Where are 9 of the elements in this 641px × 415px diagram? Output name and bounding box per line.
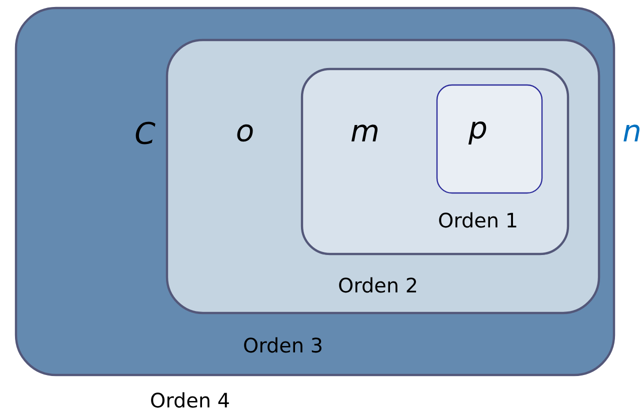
order-label: Orden 4: [151, 392, 229, 408]
letter: n: [624, 124, 640, 142]
order-label: Orden 2: [339, 277, 416, 293]
order-label: Orden 1: [439, 212, 516, 228]
order-label: Orden 3: [244, 337, 322, 353]
letter: C: [136, 122, 156, 144]
letter: o: [237, 124, 253, 142]
letter: p: [468, 122, 486, 144]
letter: m: [352, 124, 378, 142]
